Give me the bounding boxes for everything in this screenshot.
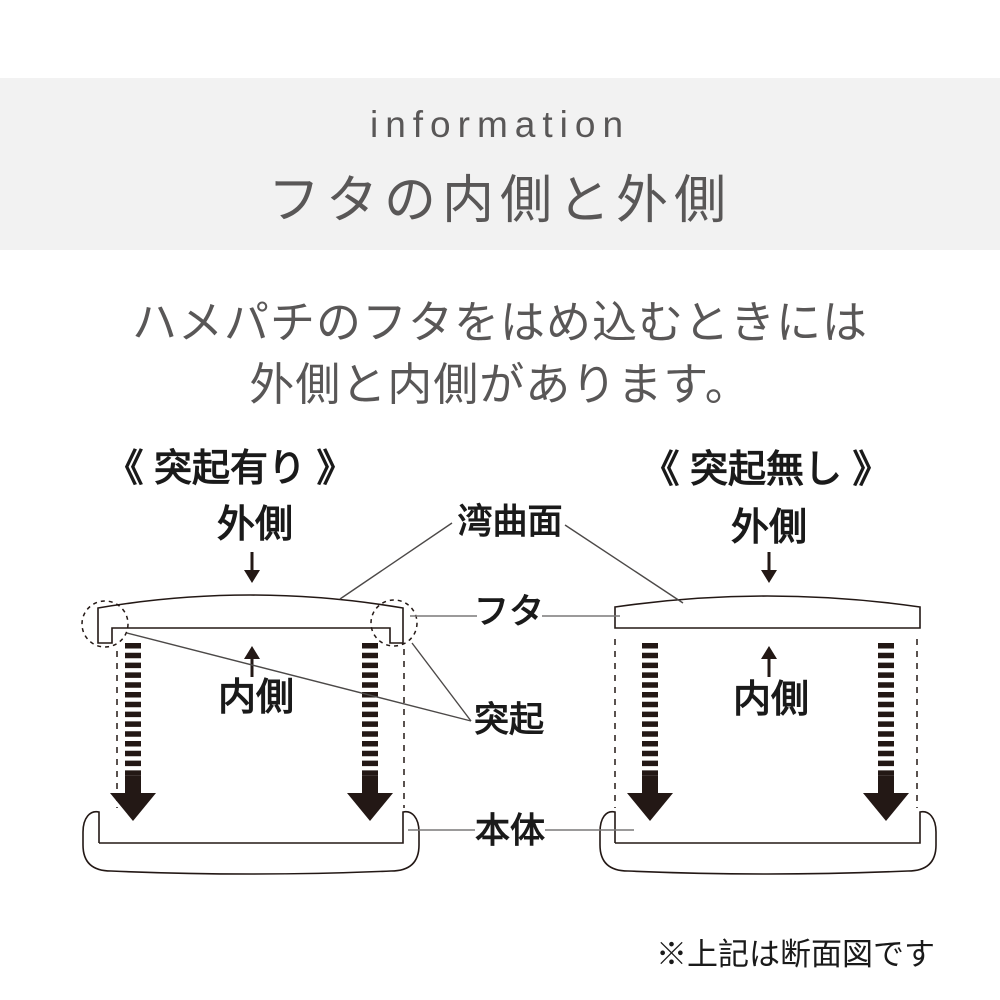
right-outside-label: 外側 <box>730 507 808 549</box>
container-body-shape-right <box>599 810 937 875</box>
curved-surface-callout: 湾曲面 <box>457 502 563 542</box>
push-arrow-striped <box>347 643 393 821</box>
leader-line-protrusion-far <box>126 632 472 722</box>
leader-line-protrusion-near <box>411 642 472 722</box>
down-arrow-icon <box>244 552 260 583</box>
down-arrow-icon <box>761 552 777 583</box>
eyebrow-text: information <box>369 104 631 145</box>
left-inside-label: 内側 <box>217 677 295 719</box>
push-arrow-striped <box>863 643 909 821</box>
container-body-shape-left <box>82 810 420 875</box>
right-inside-label: 内側 <box>732 679 810 721</box>
intro-line-1: ハメパチのフタをはめ込むときには <box>131 297 868 348</box>
protrusion-highlight-circle-left <box>81 600 129 648</box>
leader-line-curved-surface-left <box>339 522 453 600</box>
page-title: フタの内側と外側 <box>267 172 732 230</box>
up-arrow-icon <box>761 646 777 677</box>
intro-line-2: 外側と内側があります。 <box>249 359 751 410</box>
protrusion-callout: 突起 <box>473 700 545 740</box>
lid-with-protrusion-shape <box>97 594 404 644</box>
footnote: ※上記は断面図です <box>656 937 935 972</box>
push-arrow-striped <box>627 643 673 821</box>
leader-line-curved-surface-right <box>564 524 684 604</box>
left-diagram-title: 《 突起有り 》 <box>105 448 355 490</box>
lid-callout: フタ <box>473 592 545 632</box>
lid-without-protrusion-shape <box>614 595 921 629</box>
right-diagram-title: 《 突起無し 》 <box>641 449 891 491</box>
protrusion-highlight-circle-right <box>370 599 418 647</box>
body-callout: 本体 <box>474 811 546 851</box>
header-band <box>0 78 1000 250</box>
push-arrow-striped <box>110 643 156 821</box>
left-outside-label: 外側 <box>216 504 294 546</box>
up-arrow-icon <box>244 646 260 677</box>
